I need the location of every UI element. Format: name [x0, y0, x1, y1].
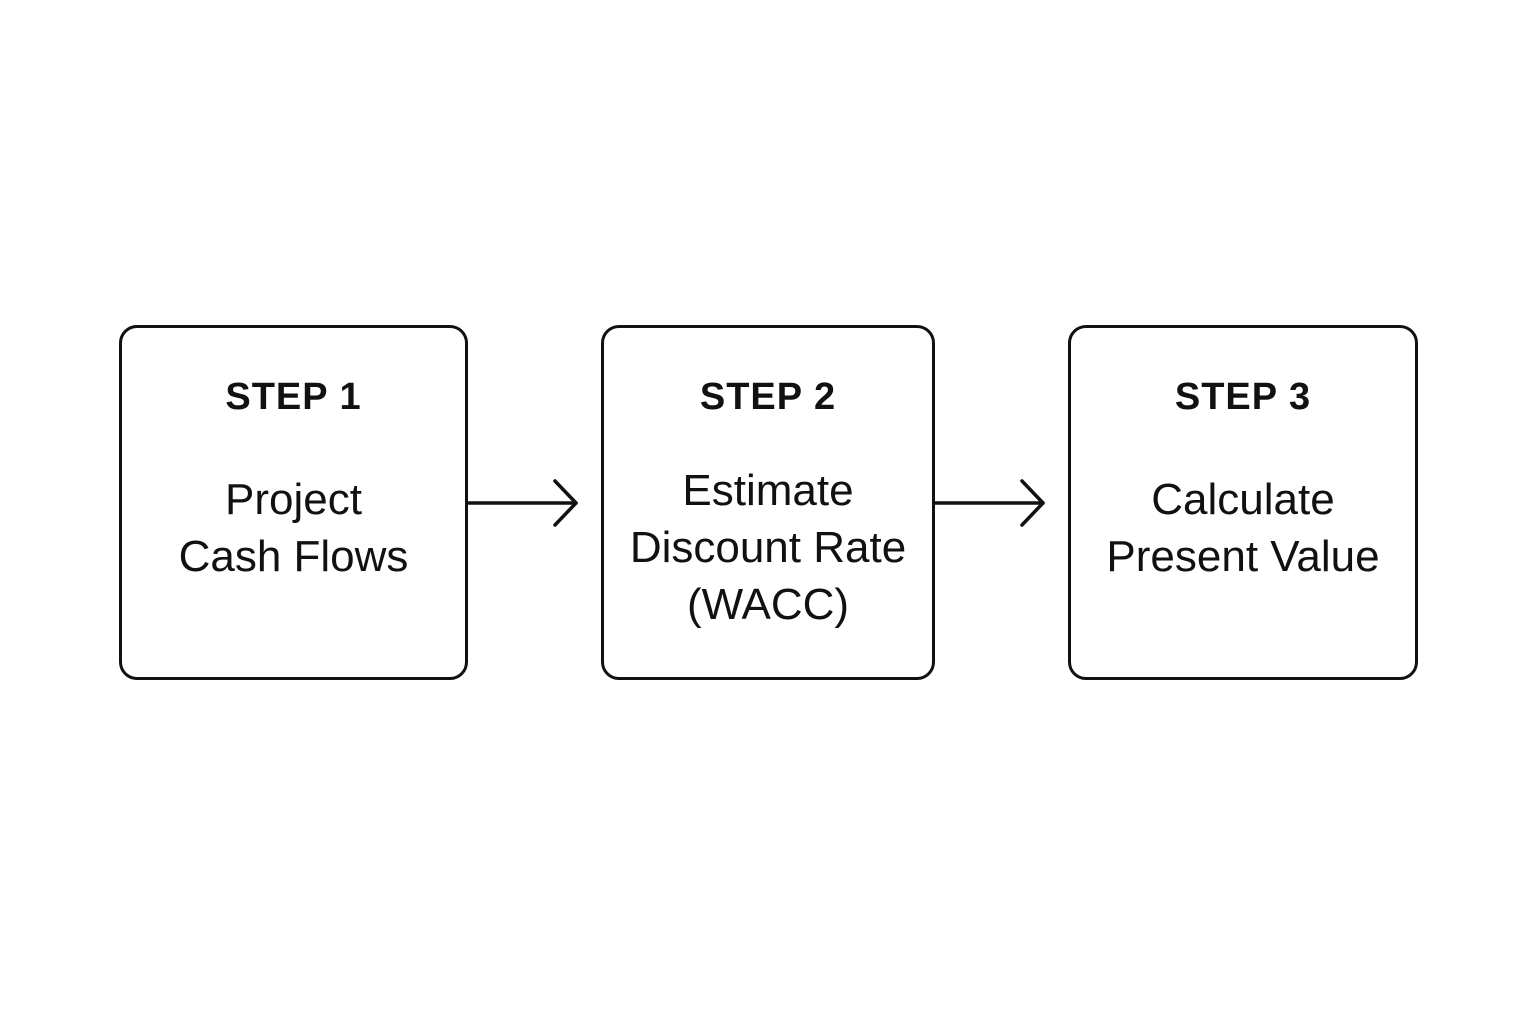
arrow-right-icon: [466, 479, 578, 527]
step-1-title: Project Cash Flows: [122, 471, 465, 585]
step-3-title: Calculate Present Value: [1071, 471, 1415, 585]
step-2-title-line: (WACC): [686, 580, 850, 629]
step-2-title: Estimate Discount Rate (WACC): [604, 462, 932, 633]
step-2-label: STEP 2: [699, 376, 837, 418]
step-1-box: STEP 1 Project Cash Flows: [119, 325, 468, 680]
step-1-title-line: Cash Flows: [178, 532, 409, 581]
step-2-title-line: Estimate: [682, 466, 854, 515]
arrow-right-icon: [933, 479, 1045, 527]
step-1-label: STEP 1: [225, 376, 362, 418]
step-3-label: STEP 3: [1174, 376, 1312, 418]
step-3-title-line: Present Value: [1106, 532, 1380, 581]
step-1-title-line: Project: [225, 475, 362, 524]
step-2-box: STEP 2 Estimate Discount Rate (WACC): [601, 325, 935, 680]
step-3-box: STEP 3 Calculate Present Value: [1068, 325, 1418, 680]
step-3-title-line: Calculate: [1151, 475, 1335, 524]
step-2-title-line: Discount Rate: [629, 523, 907, 572]
